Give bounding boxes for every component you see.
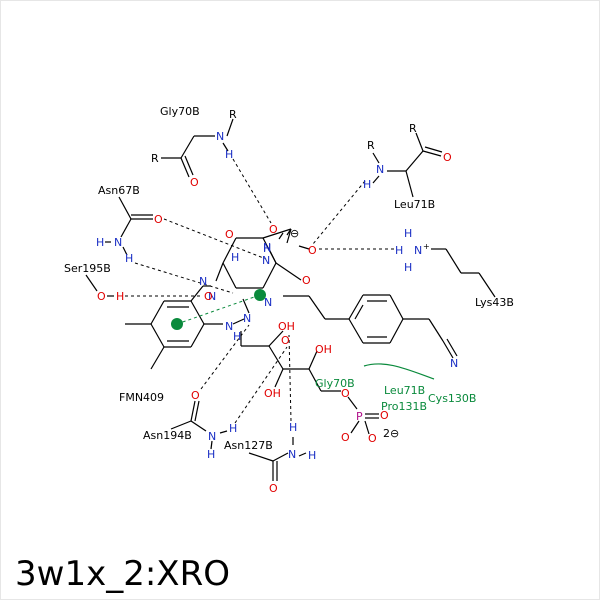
page-title: 3w1x_2:XRO <box>15 554 230 594</box>
hydrophobic-cys130: Cys130B <box>428 392 476 405</box>
atom-oh: OH <box>315 343 332 356</box>
atom-o: O <box>443 151 452 164</box>
atom-o: O <box>204 290 213 303</box>
residue-lys43: Lys43B <box>475 296 514 309</box>
atom-h: H <box>125 252 133 265</box>
hydrophobic-pro131: Pro131B <box>381 400 427 413</box>
atom-oh: OH <box>264 387 281 400</box>
atom-r: R <box>229 108 237 121</box>
atom-n: N <box>243 312 251 325</box>
atom-o: O <box>154 213 163 226</box>
atom-o: O <box>269 223 278 236</box>
charge-minus: ⊖ <box>290 227 299 240</box>
atom-h: H <box>116 290 124 303</box>
residue-labels: Gly70B Asn67B Ser195B Leu71B Lys43B FMN4… <box>64 105 514 452</box>
hydrophobic-gly70: Gly70B <box>315 377 355 390</box>
ring-centroid-ligand <box>254 289 266 301</box>
hydrophobic-labels: Gly70B Leu71B Pro131B Cys130B <box>315 377 476 413</box>
atom-o: O <box>341 431 350 444</box>
atom-o: O <box>380 409 389 422</box>
residue-leu71: Leu71B <box>394 198 435 211</box>
atom-o: O <box>341 387 350 400</box>
hydrophobic-interactions <box>171 289 435 380</box>
atom-r: R <box>151 152 159 165</box>
atom-n: N <box>263 241 271 254</box>
atom-o: O <box>308 244 317 257</box>
atom-h: H <box>96 236 104 249</box>
atom-h: H <box>263 242 271 255</box>
residue-asn127: Asn127B <box>224 439 273 452</box>
residue-asn67: Asn67B <box>98 184 140 197</box>
atom-n: N <box>264 296 272 309</box>
atom-h: H <box>207 448 215 461</box>
atom-o: O <box>225 228 234 241</box>
atom-n: N <box>216 130 224 143</box>
residue-asn194: Asn194B <box>143 429 192 442</box>
atom-p: P <box>356 410 363 423</box>
atom-r: R <box>409 122 417 135</box>
residue-ser195: Ser195B <box>64 262 111 275</box>
atom-h: H <box>233 330 241 343</box>
atom-h: H <box>404 227 412 240</box>
atom-n: N <box>376 163 384 176</box>
atom-h: H <box>231 251 239 264</box>
atom-r: R <box>367 139 375 152</box>
bond-lines <box>85 118 496 481</box>
charge-plus: + <box>423 242 430 251</box>
charge-two-minus: 2⊖ <box>383 427 399 440</box>
atom-n: N <box>208 290 216 303</box>
ring-centroid-fmn <box>171 318 183 330</box>
atom-h: H <box>225 148 233 161</box>
atom-h: H <box>308 449 316 462</box>
atom-o: O <box>269 482 278 495</box>
atom-n: N <box>262 254 270 267</box>
residue-fmn: FMN409 <box>119 391 164 404</box>
atom-h: H <box>363 178 371 191</box>
atom-o: O <box>190 176 199 189</box>
atom-o: O <box>302 274 311 287</box>
atom-oh: OH <box>278 320 295 333</box>
atom-n: N <box>114 236 122 249</box>
hydrophobic-arc <box>363 363 435 380</box>
atom-o: O <box>281 334 290 347</box>
atom-n: N <box>225 320 233 333</box>
atom-h: H <box>289 421 297 434</box>
hydrogen-bonds <box>125 158 395 424</box>
atom-labels: R R R R N N N N N N N N N N N N N N H H … <box>96 108 458 495</box>
atom-n: N <box>208 430 216 443</box>
residue-gly70: Gly70B <box>160 105 200 118</box>
hydrophobic-leu71: Leu71B <box>384 384 425 397</box>
atom-n: N <box>288 448 296 461</box>
atom-n: N <box>414 244 422 257</box>
atom-n: N <box>199 275 207 288</box>
atom-h: H <box>404 261 412 274</box>
atom-h: H <box>229 422 237 435</box>
atom-n: N <box>450 357 458 370</box>
atom-o: O <box>191 389 200 402</box>
atom-o: O <box>368 432 377 445</box>
atom-o: O <box>97 290 106 303</box>
atom-h: H <box>395 244 403 257</box>
